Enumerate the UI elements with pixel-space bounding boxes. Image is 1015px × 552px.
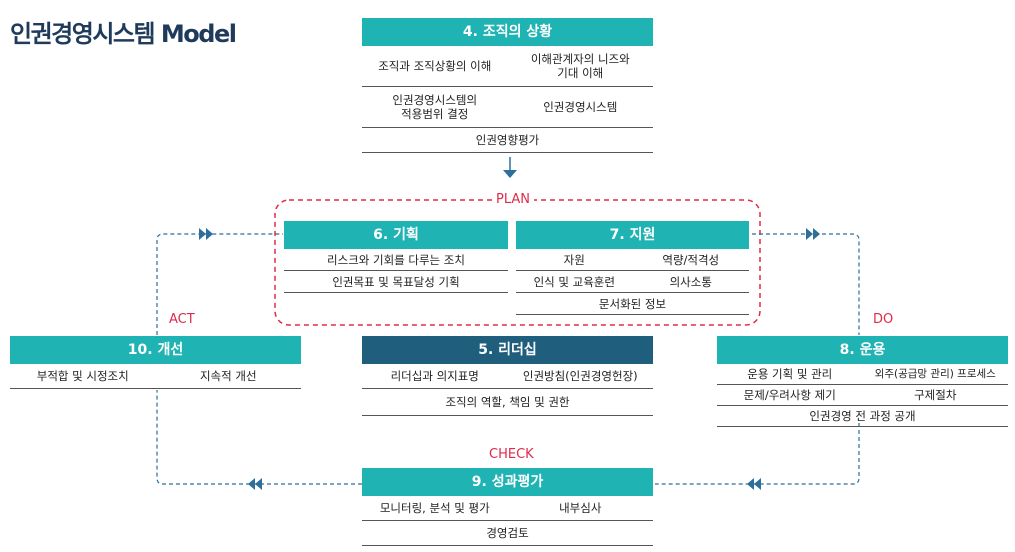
operation-header: 8. 운용: [717, 336, 1008, 364]
improvement-cell: 지속적 개선: [199, 369, 257, 383]
leadership-box: 5. 리더십 리더십과 의지표명 인권방침(인권경영헌장) 조직의 역할, 책임…: [362, 336, 653, 416]
check-arrow-1: [754, 478, 761, 490]
context-row-2: 인권경영시스템의 적용범위 결정 인권경영시스템: [362, 87, 653, 128]
support-row-2: 인식 및 교육훈련 의사소통: [516, 271, 749, 293]
context-header: 4. 조직의 상황: [362, 18, 653, 46]
leadership-row-1: 리더십과 의지표명 인권방침(인권경영헌장): [362, 364, 653, 389]
act-label: ACT: [169, 312, 195, 327]
operation-cell: 인권경영 전 과정 공개: [809, 409, 916, 423]
operation-cell: 운용 기획 및 관리: [747, 367, 833, 381]
support-cell: 자원: [563, 252, 585, 267]
planning-header: 6. 기획: [284, 221, 508, 249]
do-to-check-path: [655, 423, 860, 485]
planning-cell: 리스크와 기회를 다루는 조치: [327, 252, 465, 267]
leadership-cell: 인권방침(인권경영헌장): [522, 369, 638, 383]
context-box: 4. 조직의 상황 조직과 조직상황의 이해 이해관계자의 니즈와 기대 이해 …: [362, 18, 653, 153]
evaluation-cell: 모니터링, 분석 및 평가: [379, 501, 490, 515]
act-arrow-2: [206, 228, 213, 240]
leadership-cell: 조직의 역할, 책임 및 권한: [445, 395, 570, 409]
do-path: [752, 233, 860, 335]
planning-row-1: 리스크와 기회를 다루는 조치: [284, 249, 508, 271]
do-arrow-2: [813, 228, 820, 240]
evaluation-box: 9. 성과평가 모니터링, 분석 및 평가 내부심사 경영검토: [362, 468, 653, 546]
planning-cell: 인권목표 및 목표달성 기획: [332, 274, 460, 289]
context-row-1: 조직과 조직상황의 이해 이해관계자의 니즈와 기대 이해: [362, 46, 653, 87]
check-to-act-path: [156, 390, 362, 485]
operation-cell: 구제절차: [914, 388, 957, 402]
improvement-cell: 부적합 및 시정조치: [36, 369, 129, 383]
evaluation-row-1: 모니터링, 분석 및 평가 내부심사: [362, 496, 653, 521]
support-cell: 의사소통: [669, 274, 712, 289]
context-to-plan-arrow: [503, 170, 517, 178]
support-cell: 인식 및 교육훈련: [533, 274, 615, 289]
plan-label: PLAN: [492, 192, 534, 207]
context-cell: 인권영향평가: [475, 133, 540, 147]
context-cell: 인권경영시스템: [543, 100, 618, 114]
support-row-3: 문서화된 정보: [516, 293, 749, 315]
leadership-row-2: 조직의 역할, 책임 및 권한: [362, 389, 653, 416]
planning-box: 6. 기획 리스크와 기회를 다루는 조치 인권목표 및 목표달성 기획: [284, 221, 508, 293]
operation-row-3: 인권경영 전 과정 공개: [717, 406, 1008, 427]
operation-cell: 문제/우려사항 제기: [743, 388, 836, 402]
do-arrow-1: [806, 228, 813, 240]
check-arrow-2: [747, 478, 754, 490]
act-return-arrow-1: [255, 478, 262, 490]
context-cell: 인권경영시스템의 적용범위 결정: [392, 93, 478, 121]
operation-row-1: 운용 기획 및 관리 외주(공급망 관리) 프로세스: [717, 364, 1008, 385]
context-row-3: 인권영향평가: [362, 128, 653, 153]
improvement-row-1: 부적합 및 시정조치 지속적 개선: [10, 364, 301, 389]
page-title: 인권경영시스템 Model: [10, 20, 237, 48]
improvement-header: 10. 개선: [10, 336, 301, 364]
do-label: DO: [873, 312, 894, 327]
planning-row-2: 인권목표 및 목표달성 기획: [284, 271, 508, 293]
support-header: 7. 지원: [516, 221, 749, 249]
leadership-header: 5. 리더십: [362, 336, 653, 364]
evaluation-cell: 내부심사: [559, 501, 602, 515]
context-cell: 이해관계자의 니즈와 기대 이해: [530, 52, 630, 80]
act-arrow-1: [199, 228, 206, 240]
support-cell: 문서화된 정보: [598, 296, 667, 311]
operation-box: 8. 운용 운용 기획 및 관리 외주(공급망 관리) 프로세스 문제/우려사항…: [717, 336, 1008, 427]
act-return-arrow-2: [248, 478, 255, 490]
improvement-box: 10. 개선 부적합 및 시정조치 지속적 개선: [10, 336, 301, 389]
act-path: [156, 233, 283, 335]
leadership-cell: 리더십과 의지표명: [390, 369, 479, 383]
support-cell: 역량/적격성: [662, 252, 720, 267]
operation-row-2: 문제/우려사항 제기 구제절차: [717, 385, 1008, 406]
support-row-1: 자원 역량/적격성: [516, 249, 749, 271]
evaluation-cell: 경영검토: [486, 526, 529, 540]
check-label: CHECK: [489, 447, 534, 462]
evaluation-row-2: 경영검토: [362, 521, 653, 546]
support-box: 7. 지원 자원 역량/적격성 인식 및 교육훈련 의사소통 문서화된 정보: [516, 221, 749, 315]
evaluation-header: 9. 성과평가: [362, 468, 653, 496]
operation-cell: 외주(공급망 관리) 프로세스: [874, 368, 996, 380]
context-cell: 조직과 조직상황의 이해: [378, 59, 492, 73]
